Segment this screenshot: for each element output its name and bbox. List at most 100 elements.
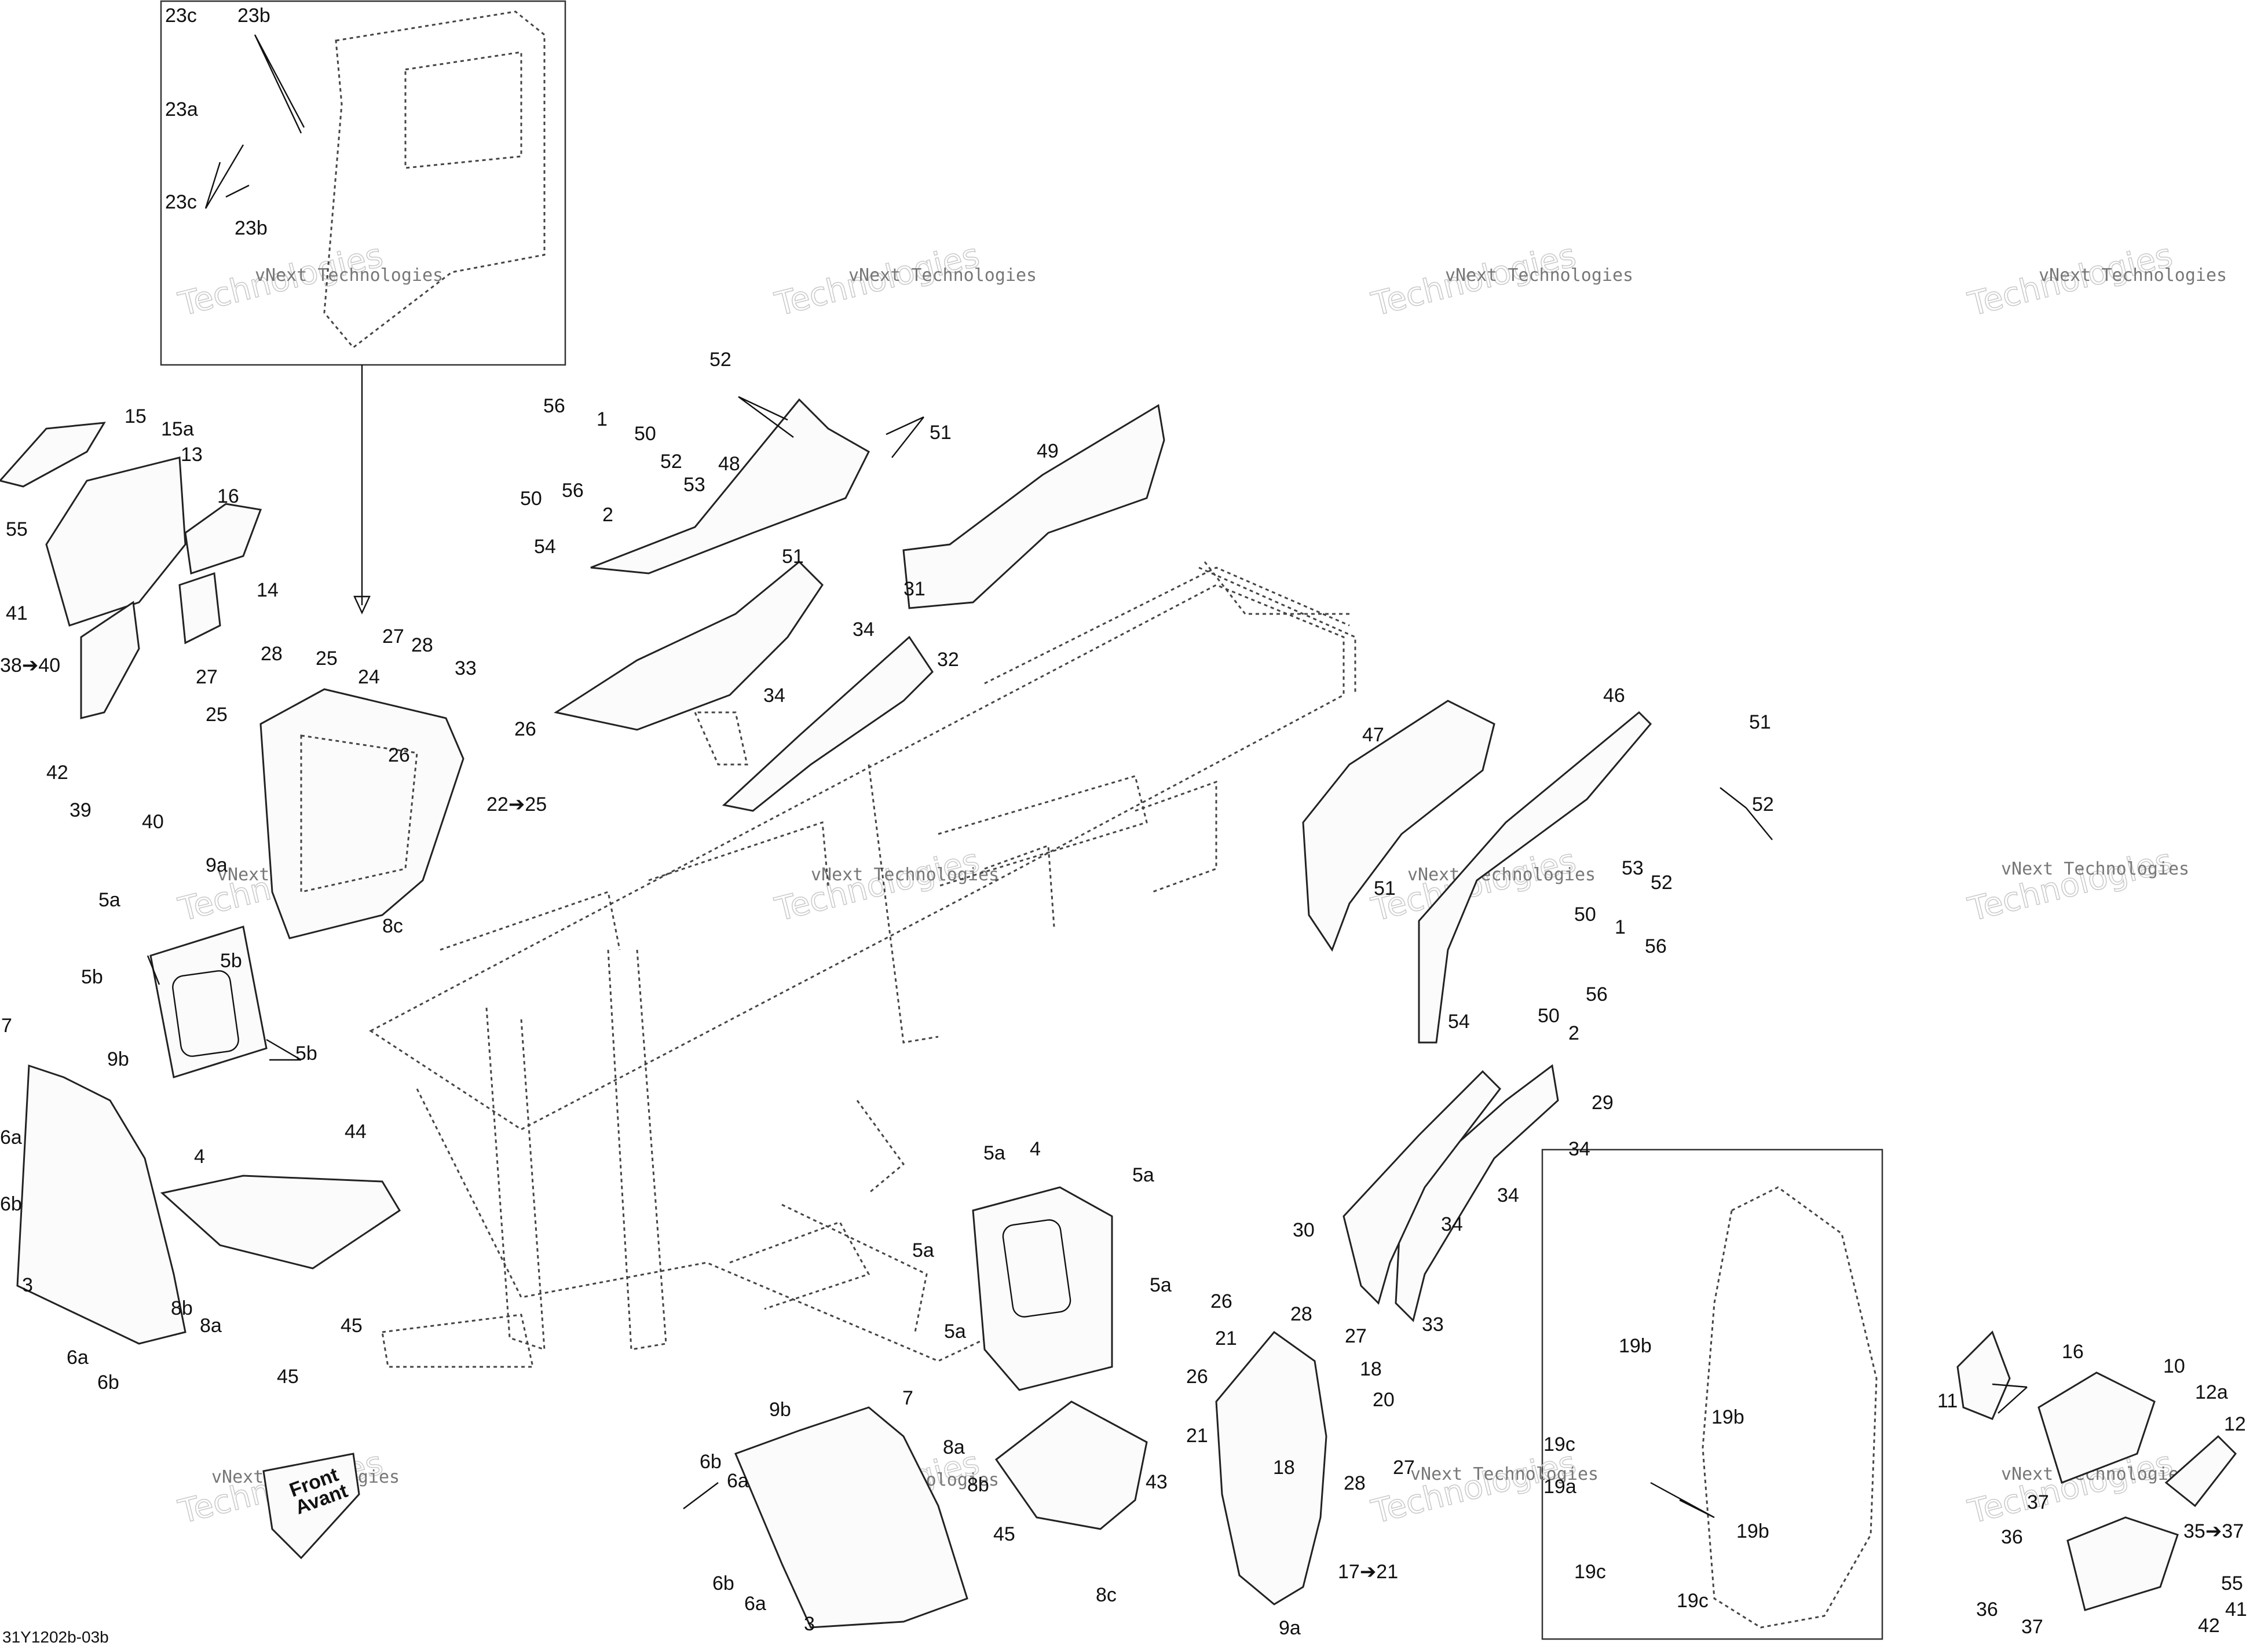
part-17-21 [1215, 1330, 1327, 1605]
callout: 1 [597, 408, 608, 430]
callout: 43 [1146, 1471, 1168, 1493]
reference-code: 31Y1202b-03b [2, 1628, 109, 1646]
callout: 26 [388, 744, 410, 766]
callout: 36 [2001, 1526, 2023, 1548]
part-29 [1395, 1064, 1559, 1322]
svg-text:vNext Technologies: vNext Technologies [811, 865, 999, 885]
callout: 3 [22, 1274, 33, 1296]
part-12 [2164, 1435, 2237, 1508]
callout: 6b [0, 1193, 22, 1215]
callout: 5b [81, 966, 103, 988]
inset-connector-arrow [353, 595, 371, 614]
callout: 16 [217, 485, 239, 507]
callout: 4 [1030, 1138, 1041, 1160]
part-10 [2037, 1371, 2156, 1484]
callout: 23b [237, 5, 270, 27]
callout: 26 [1186, 1366, 1208, 1388]
callout: 42 [46, 762, 68, 784]
callout: 6b [700, 1451, 722, 1473]
callout: 11 [1937, 1390, 1958, 1412]
callout: 51 [1749, 711, 1771, 733]
callout: 5a [1132, 1164, 1154, 1186]
part-14 [178, 572, 221, 645]
callout: 9a [206, 854, 228, 876]
callout: 37 [2027, 1491, 2049, 1513]
callout: 19c [1543, 1433, 1575, 1455]
callout: 25 [316, 648, 338, 670]
callout: 56 [1586, 983, 1608, 1005]
callout: 53 [683, 474, 705, 496]
callout: 19b [1711, 1406, 1744, 1428]
callout: 38➔40 [0, 654, 60, 676]
callout: 28 [1344, 1472, 1366, 1494]
callout: 19c [1677, 1590, 1709, 1612]
callout: 23a [165, 98, 198, 120]
callout: 36 [1976, 1599, 1998, 1621]
callout: 13 [181, 444, 203, 466]
callout: 52 [660, 451, 682, 473]
part-22-25 [259, 688, 464, 939]
callout: 6a [744, 1593, 766, 1615]
callout: 27 [1393, 1457, 1415, 1479]
part-15 [0, 422, 106, 488]
callout: 52 [1752, 793, 1774, 815]
callout: 28 [411, 634, 433, 656]
callout: 9b [769, 1399, 791, 1421]
callout: 33 [455, 657, 477, 679]
callout: 50 [520, 488, 542, 510]
inset-frame-window [404, 51, 522, 169]
callout: 23c [165, 5, 197, 27]
callout: 33 [1422, 1314, 1444, 1336]
callout: 52 [709, 349, 731, 371]
callout: 50 [634, 423, 656, 445]
callout: 42 [2198, 1615, 2220, 1637]
callout: 27 [1345, 1325, 1367, 1347]
callout: 28 [1290, 1303, 1312, 1325]
callout: 51 [1374, 877, 1396, 899]
callout: 23b [235, 217, 268, 239]
part-4-right-grille [1002, 1219, 1071, 1318]
callout: 46 [1603, 685, 1625, 707]
callout: 8a [943, 1436, 965, 1458]
part-4-right [972, 1186, 1113, 1391]
svg-text:vNext Technologies: vNext Technologies [255, 265, 443, 286]
callout: 30 [1293, 1219, 1315, 1241]
callout: 5a [98, 889, 120, 911]
callout: 9b [107, 1048, 129, 1070]
callout: 5a [912, 1239, 934, 1261]
part-38-40 [80, 601, 140, 719]
callout: 27 [382, 626, 404, 648]
callout: 16 [2062, 1341, 2084, 1363]
callout: 15a [161, 418, 194, 440]
front-direction-arrow: Front Avant [262, 1453, 360, 1560]
top-left-inset-box [160, 0, 566, 366]
callout: 44 [345, 1121, 367, 1143]
callout: 26 [1210, 1290, 1232, 1312]
callout: 12a [2195, 1381, 2228, 1403]
callout: 4 [194, 1146, 205, 1168]
part-3-right [734, 1406, 968, 1629]
callout: 5a [944, 1321, 966, 1343]
svg-text:vNext Technologies: vNext Technologies [1407, 865, 1596, 885]
callout: 56 [562, 480, 584, 502]
part-16 [184, 503, 262, 575]
callout: 50 [1574, 904, 1596, 926]
part-30 [1342, 1070, 1501, 1305]
callout: 3 [804, 1613, 815, 1635]
callout: 19c [1574, 1561, 1606, 1583]
callout: 26 [514, 718, 536, 740]
callout: 5b [295, 1043, 317, 1065]
watermark-7: Technologies vNext Technologies [1964, 842, 2189, 930]
callout: 19a [1543, 1476, 1576, 1498]
part-48 [590, 398, 870, 575]
callout: 6a [727, 1470, 749, 1492]
callout: 25 [206, 704, 228, 726]
callout: 1 [1615, 916, 1626, 938]
part-35-37 [2066, 1516, 2179, 1611]
part-22-opening [300, 734, 418, 893]
bottom-right-inset-box [1541, 1148, 1883, 1640]
callout: 22➔25 [486, 793, 547, 815]
callout: 37 [2021, 1616, 2043, 1638]
callout: 52 [1651, 872, 1673, 894]
